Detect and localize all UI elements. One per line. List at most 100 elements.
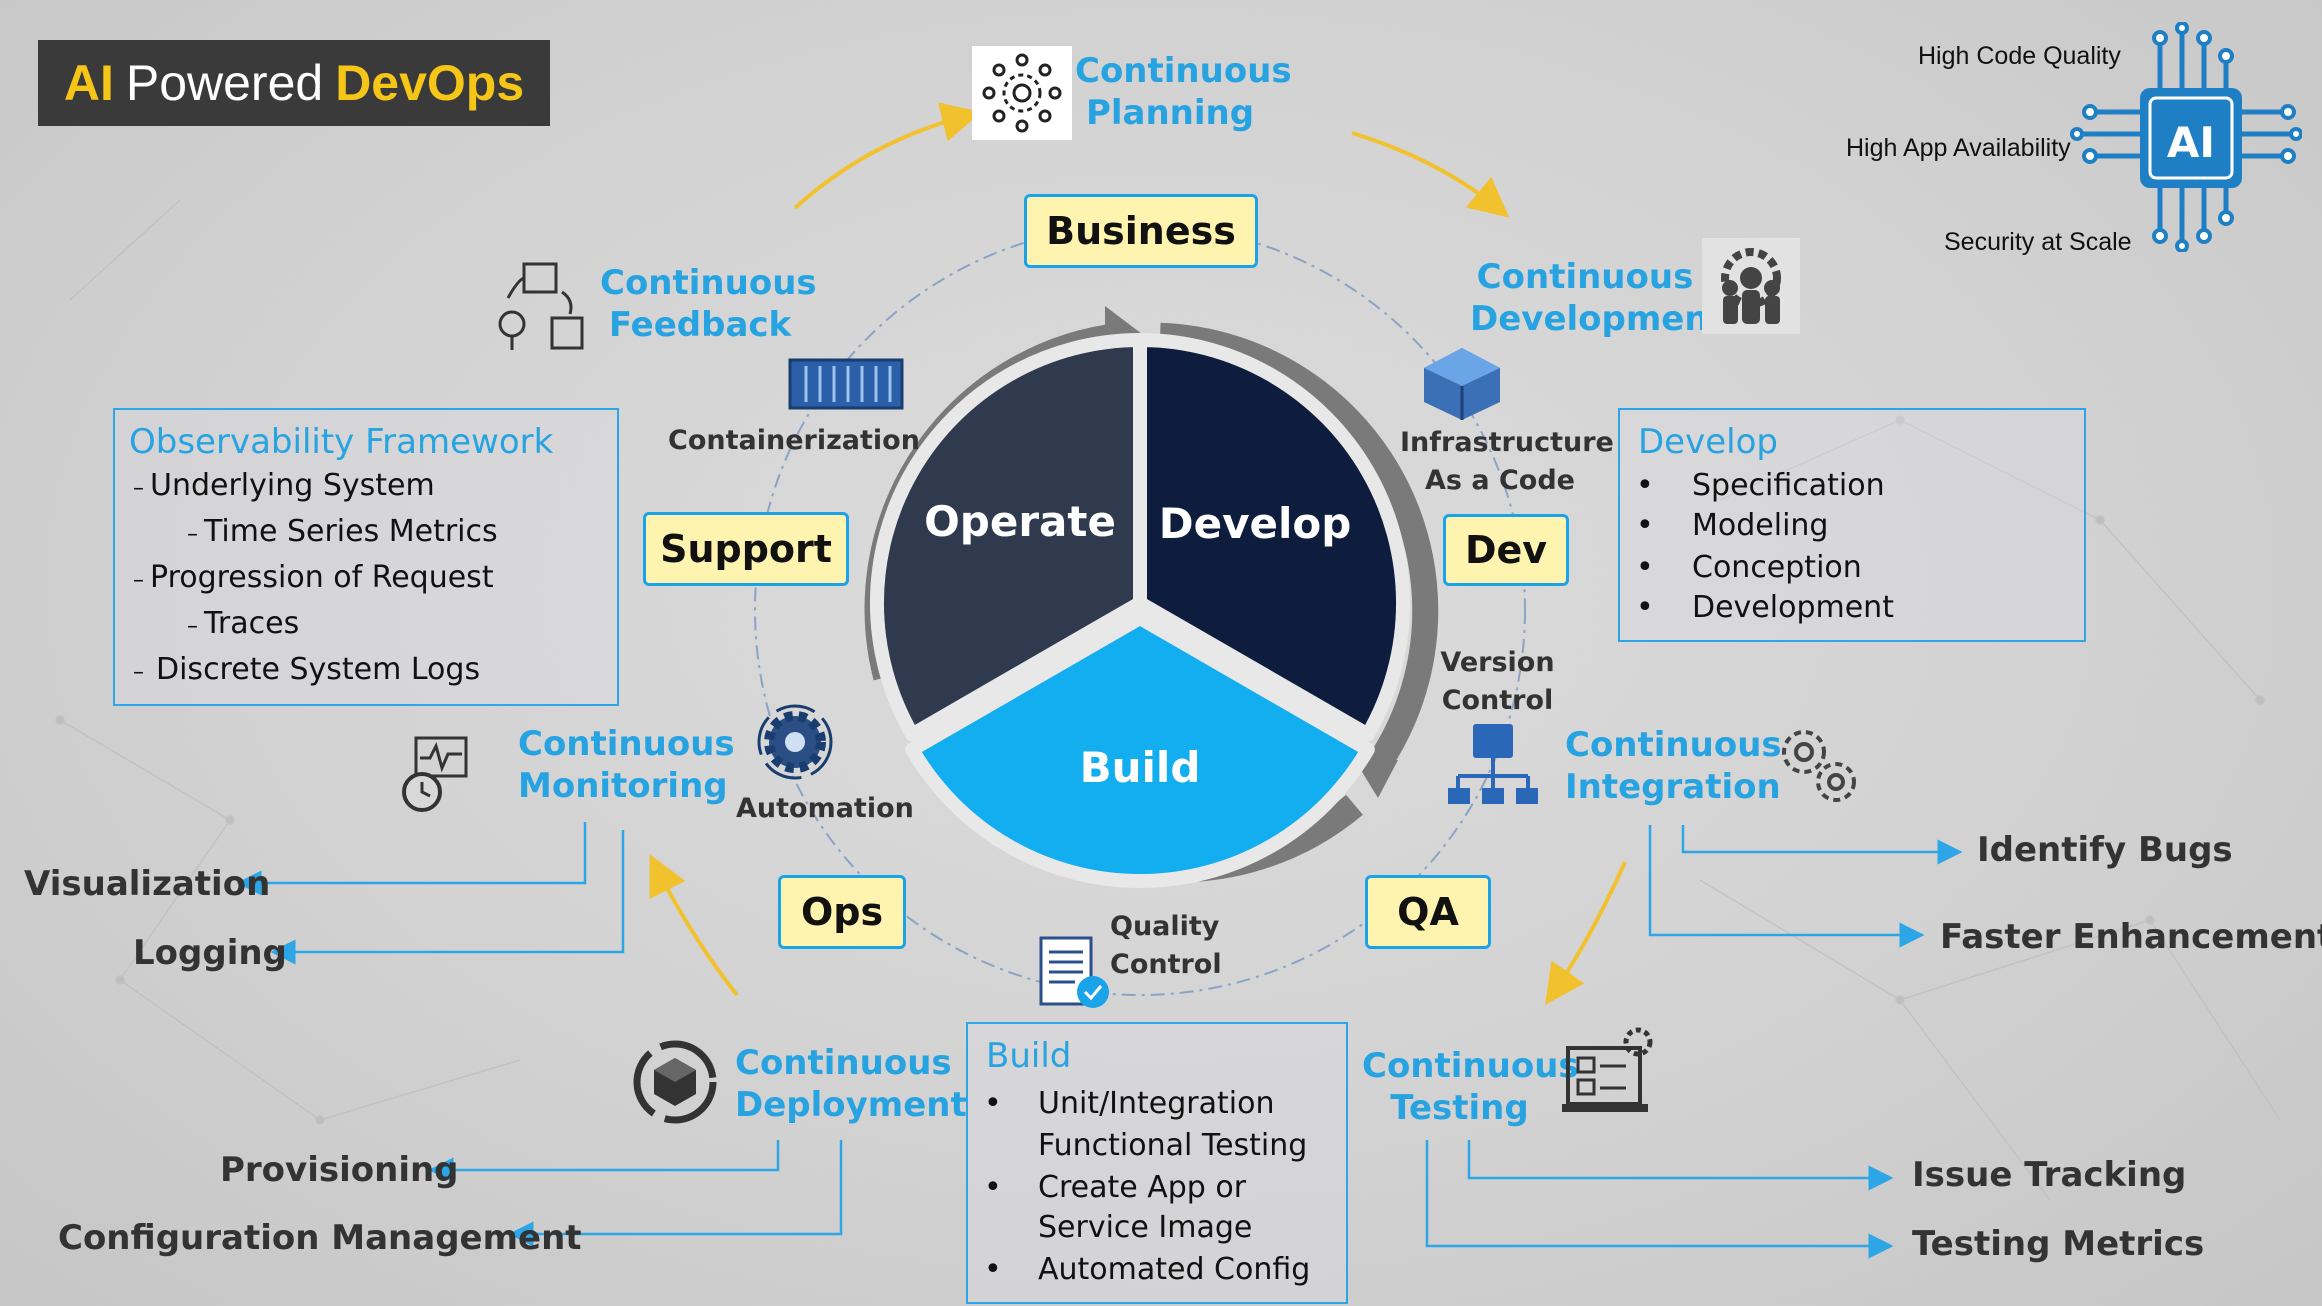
- phase-development-line1: Continuous: [1476, 257, 1694, 297]
- tool-automation: Automation: [736, 793, 914, 824]
- phase-testing-line2: Testing: [1390, 1088, 1529, 1128]
- sector-build: [905, 611, 1375, 888]
- observability-dash-4: –: [187, 614, 198, 639]
- phase-integration-line1: Continuous: [1565, 725, 1782, 765]
- phase-continuous-monitoring: Continuous Monitoring: [518, 723, 735, 807]
- phase-deployment-line1: Continuous: [735, 1043, 952, 1083]
- title-middle: Powered: [125, 55, 324, 111]
- phase-development-line2: Development: [1470, 299, 1725, 339]
- output-logging: Logging: [133, 933, 287, 973]
- phase-planning-line2: Planning: [1085, 93, 1255, 133]
- container-icon: [786, 352, 906, 416]
- observability-line-1: Underlying System: [150, 468, 435, 503]
- develop-item-1: Specification: [1692, 468, 1885, 503]
- output-identify-bugs: Identify Bugs: [1977, 830, 2233, 870]
- phase-continuous-planning: Continuous Planning: [1075, 50, 1292, 134]
- center-build-label: Build: [1080, 743, 1201, 792]
- role-support-label: Support: [660, 527, 832, 571]
- testing-icon: [1562, 1024, 1656, 1120]
- ai-chip-icon: AI: [2070, 21, 2303, 253]
- role-business-label: Business: [1046, 209, 1236, 253]
- observability-dash-2: –: [187, 522, 198, 547]
- develop-box: Develop • Specification • Modeling • Concep…: [1618, 408, 2086, 642]
- team-gear-icon: [1702, 238, 1800, 334]
- phase-testing-line1: Continuous: [1362, 1046, 1579, 1086]
- phase-monitoring-line2: Monitoring: [518, 766, 728, 806]
- role-business: Business: [1024, 194, 1258, 268]
- develop-item-3: Conception: [1692, 550, 1862, 585]
- phase-planning-line1: Continuous: [1075, 51, 1292, 91]
- observability-dash-3: –: [133, 568, 144, 593]
- develop-item-2: Modeling: [1692, 508, 1829, 543]
- role-qa: QA: [1365, 875, 1491, 949]
- output-configuration-management: Configuration Management: [58, 1218, 582, 1258]
- connector-lines: [236, 822, 1963, 1259]
- tool-iac-line2: As a Code: [1425, 465, 1575, 496]
- deployment-icon: [630, 1036, 720, 1128]
- ai-benefit-code-quality: High Code Quality: [1918, 42, 2121, 70]
- phase-continuous-feedback: Continuous Feedback: [600, 262, 817, 346]
- phase-continuous-development: Continuous Development: [1470, 256, 1725, 340]
- center-operate-label: Operate: [924, 497, 1116, 546]
- build-bullet-3: •: [984, 1252, 1002, 1287]
- phase-integration-line2: Integration: [1565, 767, 1781, 807]
- build-box: Build •Unit/Integration Functional Testi…: [966, 1022, 1348, 1304]
- develop-bullet-1: •: [1636, 468, 1654, 503]
- develop-bullet-2: •: [1636, 508, 1654, 543]
- output-visualization: Visualization: [24, 864, 271, 904]
- sector-develop: [1133, 333, 1411, 742]
- feedback-icon: [490, 258, 590, 358]
- tool-version-control: Version Control: [1405, 644, 1590, 720]
- gears-icon: [1770, 718, 1866, 812]
- build-line-5: Automated Config: [1038, 1252, 1311, 1287]
- phase-feedback-line1: Continuous: [600, 263, 817, 303]
- role-support: Support: [643, 512, 849, 586]
- observability-line-3: Progression of Request: [150, 560, 494, 595]
- role-qa-label: QA: [1397, 890, 1459, 934]
- observability-title: Observability Framework: [129, 422, 554, 462]
- role-dev-label: Dev: [1464, 528, 1548, 572]
- flow-arrows: [649, 102, 1627, 1005]
- phase-continuous-testing: Continuous Testing: [1362, 1045, 1579, 1129]
- develop-box-title: Develop: [1638, 422, 1778, 462]
- build-bullet-2: •: [984, 1170, 1002, 1205]
- phase-feedback-line2: Feedback: [608, 305, 792, 345]
- develop-bullet-4: •: [1636, 590, 1654, 625]
- quality-control-icon: [1035, 930, 1115, 1014]
- observability-line-2: Time Series Metrics: [204, 514, 498, 549]
- tool-infrastructure-as-code: Infrastructure As a Code: [1400, 424, 1614, 500]
- center-develop-label: Develop: [1159, 499, 1352, 548]
- observability-line-5: Discrete System Logs: [156, 652, 481, 687]
- tool-qc-line1: Quality: [1110, 911, 1220, 942]
- develop-item-4: Development: [1692, 590, 1894, 625]
- output-testing-metrics: Testing Metrics: [1912, 1224, 2205, 1264]
- role-ops-label: Ops: [800, 890, 884, 934]
- tool-iac-line1: Infrastructure: [1400, 427, 1614, 458]
- version-control-icon: [1446, 720, 1540, 814]
- page-title: AI Powered DevOps: [38, 40, 550, 126]
- tool-vc-line2: Control: [1441, 685, 1554, 716]
- phase-continuous-deployment: Continuous Deployment: [735, 1042, 967, 1126]
- phase-monitoring-line1: Continuous: [518, 724, 735, 764]
- role-dev: Dev: [1443, 514, 1569, 586]
- build-line-2: Functional Testing: [1038, 1128, 1308, 1163]
- tool-vc-line1: Version: [1440, 647, 1555, 678]
- observability-dash-5: –: [133, 660, 144, 685]
- title-suffix: DevOps: [335, 55, 525, 111]
- phase-continuous-integration: Continuous Integration: [1565, 724, 1782, 808]
- tool-quality-control: Quality Control: [1110, 908, 1230, 984]
- observability-line-4: Traces: [204, 606, 300, 641]
- ai-chip-label: AI: [2167, 118, 2215, 167]
- output-provisioning: Provisioning: [220, 1150, 459, 1190]
- build-box-title: Build: [986, 1036, 1072, 1076]
- build-line-3: Create App or: [1038, 1170, 1247, 1205]
- phase-deployment-line2: Deployment: [735, 1085, 967, 1125]
- ai-benefit-app-availability: High App Availability: [1846, 134, 2071, 162]
- output-faster-enhancement: Faster Enhancement: [1940, 917, 2322, 957]
- planning-icon: [972, 46, 1072, 140]
- monitoring-icon: [398, 732, 470, 816]
- ai-benefit-security: Security at Scale: [1944, 228, 2132, 256]
- develop-bullet-3: •: [1636, 550, 1654, 585]
- title-prefix: AI: [63, 55, 114, 111]
